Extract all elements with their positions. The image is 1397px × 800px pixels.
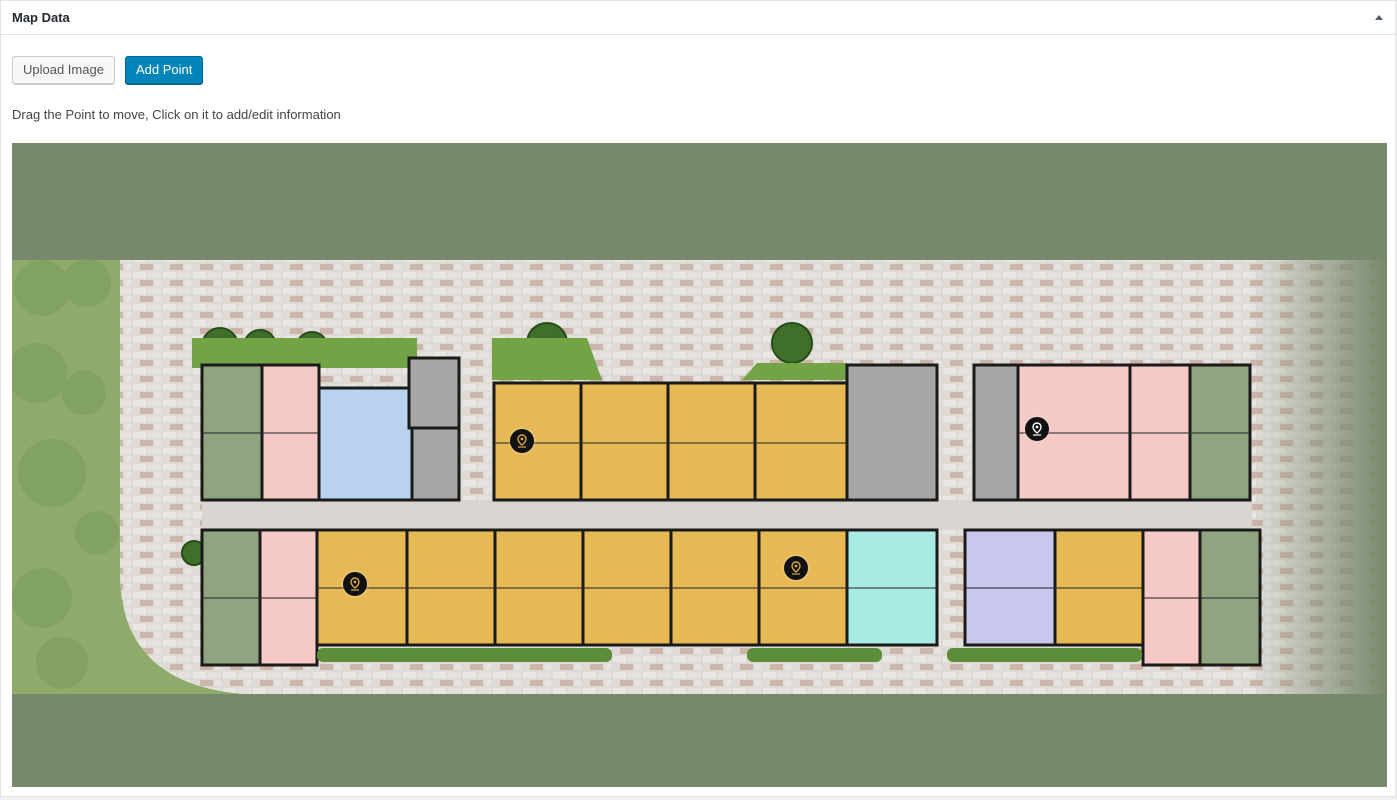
panel-title: Map Data	[12, 10, 70, 25]
floor-plan-image	[12, 259, 1387, 694]
map-pin-icon	[517, 434, 527, 448]
panel-header: Map Data	[1, 1, 1395, 35]
map-point[interactable]	[1025, 417, 1049, 441]
map-point[interactable]	[510, 429, 534, 453]
map-canvas[interactable]	[12, 143, 1387, 787]
map-pin-icon	[791, 561, 801, 575]
map-point[interactable]	[343, 572, 367, 596]
upload-image-button[interactable]: Upload Image	[12, 56, 115, 84]
add-point-button[interactable]: Add Point	[124, 56, 204, 84]
instructions-text: Drag the Point to move, Click on it to a…	[12, 107, 341, 122]
map-point[interactable]	[784, 556, 808, 580]
map-pin-icon	[1032, 422, 1042, 436]
triangle-up-icon[interactable]	[1375, 15, 1383, 20]
toolbar: Upload Image Add Point	[12, 56, 204, 84]
map-pin-icon	[350, 577, 360, 591]
